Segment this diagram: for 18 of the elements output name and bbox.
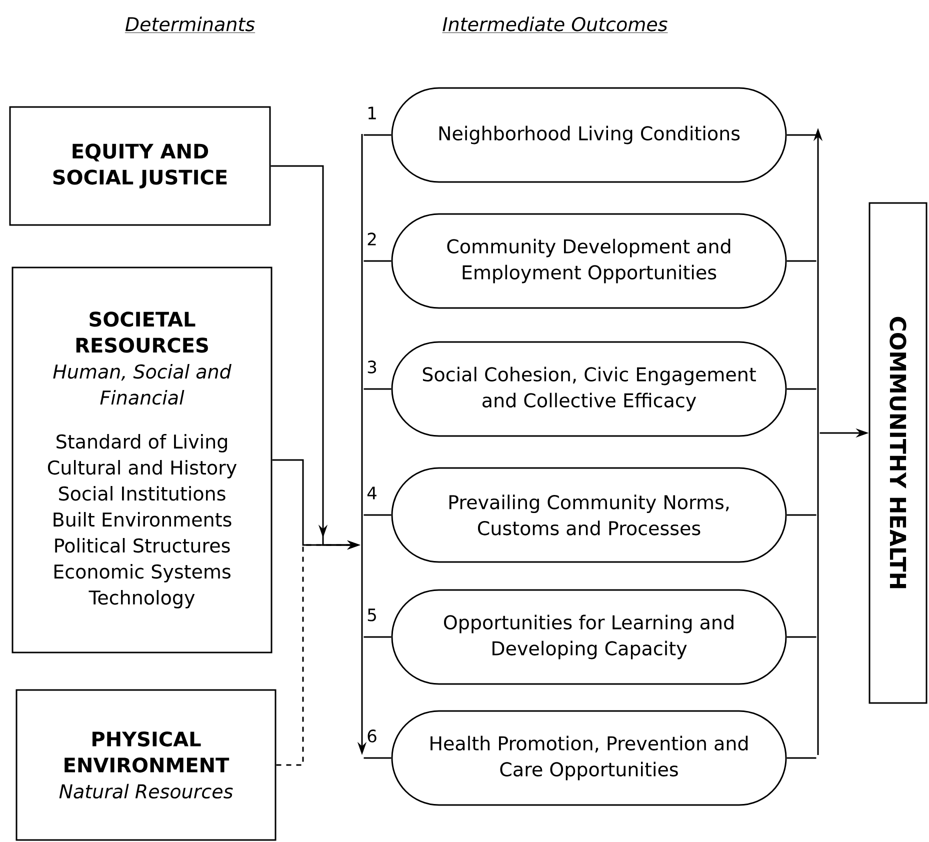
rounded-box: Prevailing Community Norms, Customs and Processes <box>391 467 787 563</box>
rounded-box: Social Cohesion, Civic Engagement and Collective Efficacy <box>391 341 787 437</box>
text-box: PHYSICAL ENVIRONMENT Natural Resources <box>16 689 276 841</box>
callout-number: 4 <box>367 486 376 500</box>
text-box: EQUITY AND SOCIAL JUSTICE <box>9 106 271 226</box>
rounded-box: Health Promotion, Prevention and Care Opportunities <box>391 710 787 806</box>
callout-number: 1 <box>368 106 376 120</box>
rounded-box: Neighborhood Living Conditions <box>391 87 787 183</box>
text-box: COMMUNITHY HEALTH <box>868 202 928 704</box>
rounded-box: Opportunities for Learning and Developing Capacity <box>391 589 787 685</box>
callout-number: 6 <box>368 730 376 742</box>
rounded-box: Community Development and Employment Opportunities <box>391 213 787 309</box>
column-heading: Determinants <box>124 16 256 33</box>
callout-number: 3 <box>368 360 376 374</box>
column-heading: Intermediate Outcomes <box>442 16 668 33</box>
callout-number: 5 <box>368 608 376 622</box>
callout-number: 2 <box>368 232 376 246</box>
text-box: SOCIETAL RESOURCES Human, Social and Financial Standard of Living Cultural and History Social Institutions Built Environments Political Structures Economic Systems Technology <box>12 266 272 654</box>
